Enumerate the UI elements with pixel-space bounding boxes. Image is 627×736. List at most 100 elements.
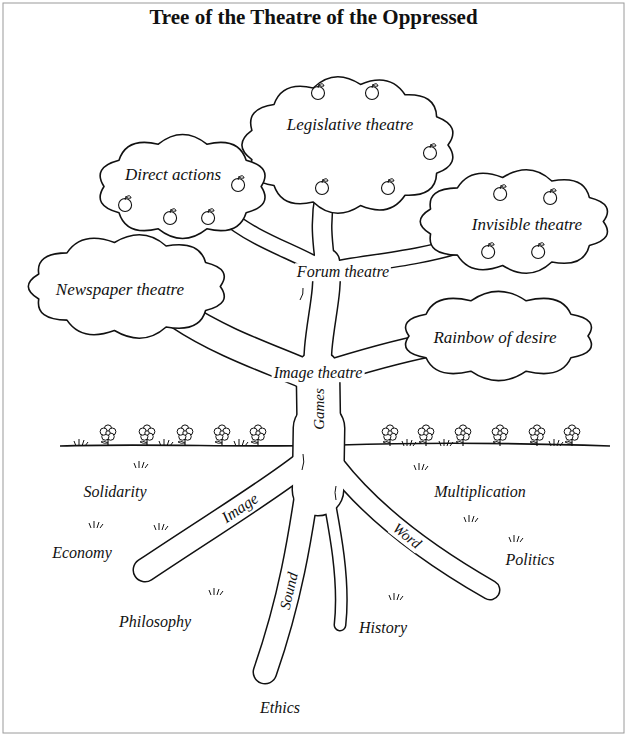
apple-icon [532, 243, 545, 259]
apple-stem [388, 179, 394, 183]
apple-stem [488, 243, 494, 247]
apple-stem [372, 84, 378, 88]
grass-tuft [439, 439, 453, 446]
apple-icon [482, 243, 495, 259]
cloud-outline [406, 291, 592, 380]
root-outline [265, 470, 310, 672]
idea-cloud: Rainbow of desire [400, 290, 597, 382]
apple-icon [366, 84, 379, 100]
title-box: Tree of the Theatre of the Oppressed [0, 5, 627, 30]
apple-stem [538, 243, 544, 247]
tree-label: Multiplication [432, 483, 528, 501]
bark-mark [300, 288, 303, 300]
apple-body [119, 199, 132, 212]
apple-stem [208, 209, 214, 213]
grass-tuft [134, 461, 148, 468]
grass-tuft [89, 521, 103, 528]
apple-stem [318, 84, 324, 88]
cloud-shape [95, 133, 270, 240]
root-fill [265, 470, 310, 672]
apple-icon [164, 209, 177, 225]
flower [177, 425, 193, 446]
bark-mark [302, 454, 304, 470]
apple-icon [494, 185, 507, 201]
apple-body [532, 246, 545, 259]
apple-body [366, 87, 379, 100]
root-fill [325, 478, 341, 625]
grass-tuft [402, 439, 416, 446]
grass-tuft [154, 523, 168, 530]
frame [3, 3, 624, 733]
apple-stem [238, 176, 244, 180]
flower [418, 425, 434, 446]
bark-marks [300, 288, 336, 500]
apple-icon [424, 144, 437, 160]
tree-label: History [357, 619, 409, 637]
idea-cloud: Legislative theatre [240, 75, 457, 215]
apple-icon [202, 209, 215, 225]
flower [564, 425, 580, 446]
tree-label: Ethics [258, 699, 302, 717]
cloud-outline [242, 77, 453, 213]
apple-icon [382, 179, 395, 195]
grass-tuft [414, 463, 428, 470]
apple-icon [119, 196, 132, 212]
cloud-label: Legislative theatre [287, 115, 413, 135]
diagram-title: Tree of the Theatre of the Oppressed [149, 5, 477, 29]
tree-label: Image theatre [272, 364, 365, 382]
apple-body [424, 147, 437, 160]
bark-mark [335, 486, 336, 500]
flower [139, 425, 155, 446]
apple-body [544, 192, 557, 205]
cloud-shape [240, 75, 457, 215]
apple-stem [322, 179, 328, 183]
tree-label: Politics [504, 551, 557, 569]
cloud-outline [100, 135, 265, 239]
apple-stem [170, 209, 176, 213]
flower [492, 425, 508, 446]
apple-icon [316, 179, 329, 195]
apple-stem [550, 189, 556, 193]
grass-tuft [509, 535, 523, 542]
idea-cloud: Invisible theatre [418, 168, 612, 275]
flower [214, 425, 230, 446]
apple-body [312, 87, 325, 100]
grass-tuft [159, 439, 173, 446]
grass-tuft [234, 439, 248, 446]
tree-label: Economy [50, 544, 114, 562]
cloud-label: Direct actions [125, 165, 221, 185]
apple-stem [430, 144, 436, 148]
root-outline [145, 462, 305, 570]
apple-body [232, 179, 245, 192]
idea-cloud: Newspaper theatre [26, 233, 229, 340]
tree-label: Philosophy [117, 613, 193, 631]
grass-tuft [209, 588, 223, 595]
grass-tuft [464, 515, 478, 522]
grass-tuft [549, 439, 563, 446]
apple-body [202, 212, 215, 225]
cloud-label: Rainbow of desire [433, 328, 556, 348]
grass-tuft [389, 593, 403, 600]
flower [529, 425, 545, 446]
apple-body [494, 188, 507, 201]
cloud-outline [28, 235, 224, 338]
grass-tuft [74, 439, 88, 446]
apple-body [316, 182, 329, 195]
apple-body [482, 246, 495, 259]
tree-label: Games [311, 386, 328, 432]
apple-icon [232, 176, 245, 192]
cloud-label: Invisible theatre [472, 215, 582, 235]
cloud-label: Newspaper theatre [56, 280, 184, 300]
flower [455, 425, 471, 446]
apple-stem [500, 185, 506, 189]
flower [100, 425, 116, 446]
root-fill [145, 462, 305, 570]
tree-label: Solidarity [81, 483, 148, 501]
apple-icon [544, 189, 557, 205]
cloud-outline [420, 170, 607, 273]
apple-body [382, 182, 395, 195]
apple-body [164, 212, 177, 225]
apple-icon [312, 84, 325, 100]
tree-label: Forum theatre [295, 263, 391, 281]
apple-stem [125, 196, 131, 200]
